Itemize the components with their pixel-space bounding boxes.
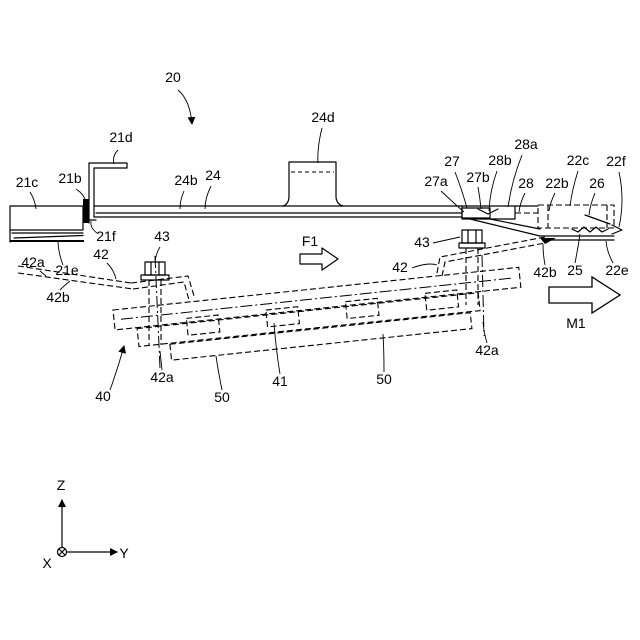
ref-label-22b: 22b <box>545 175 569 191</box>
ref-label-21d: 21d <box>109 129 132 145</box>
ref-label-27a: 27a <box>424 173 448 189</box>
ref-label-21c: 21c <box>16 174 39 190</box>
plate-21b <box>83 199 89 223</box>
movement-label-m1: M1 <box>566 315 586 331</box>
ref-label-42b-right: 42b <box>533 264 557 280</box>
ref-label-42a-left: 42a <box>21 254 45 270</box>
ref-label-21f: 21f <box>96 228 116 244</box>
ref-label-21b: 21b <box>58 170 82 186</box>
ref-label-20: 20 <box>165 69 181 85</box>
ref-label-22c: 22c <box>567 152 590 168</box>
ref-label-24d: 24d <box>311 109 334 125</box>
axis-label-y: Y <box>119 545 129 561</box>
ref-label-41: 41 <box>272 373 288 389</box>
ref-label-43-left: 43 <box>154 228 170 244</box>
ref-label-22f: 22f <box>606 153 626 169</box>
ref-label-26: 26 <box>589 175 605 191</box>
ref-label-24b: 24b <box>174 172 198 188</box>
ref-label-21e: 21e <box>55 262 79 278</box>
axis-label-x: X <box>42 555 52 571</box>
ref-label-22e: 22e <box>605 262 629 278</box>
axis-label-z: Z <box>57 477 66 493</box>
ref-label-42-right: 42 <box>392 259 408 275</box>
ref-label-42a-right: 42a <box>475 342 499 358</box>
ref-label-28: 28 <box>518 175 534 191</box>
ref-label-50-left: 50 <box>214 389 230 405</box>
ref-label-50-right: 50 <box>376 371 392 387</box>
ref-label-43-right: 43 <box>414 234 430 250</box>
ref-label-24: 24 <box>205 167 221 183</box>
ref-label-25: 25 <box>567 262 583 278</box>
ref-label-40: 40 <box>95 388 111 404</box>
ref-label-27: 27 <box>444 153 460 169</box>
ref-label-28b: 28b <box>488 152 512 168</box>
ref-label-27b: 27b <box>466 169 490 185</box>
ref-label-42-left: 42 <box>93 246 109 262</box>
ref-label-42b-left: 42b <box>46 289 70 305</box>
force-label-f1: F1 <box>302 233 319 249</box>
ref-label-28a: 28a <box>514 136 538 152</box>
ref-label-42a-center: 42a <box>150 369 174 385</box>
